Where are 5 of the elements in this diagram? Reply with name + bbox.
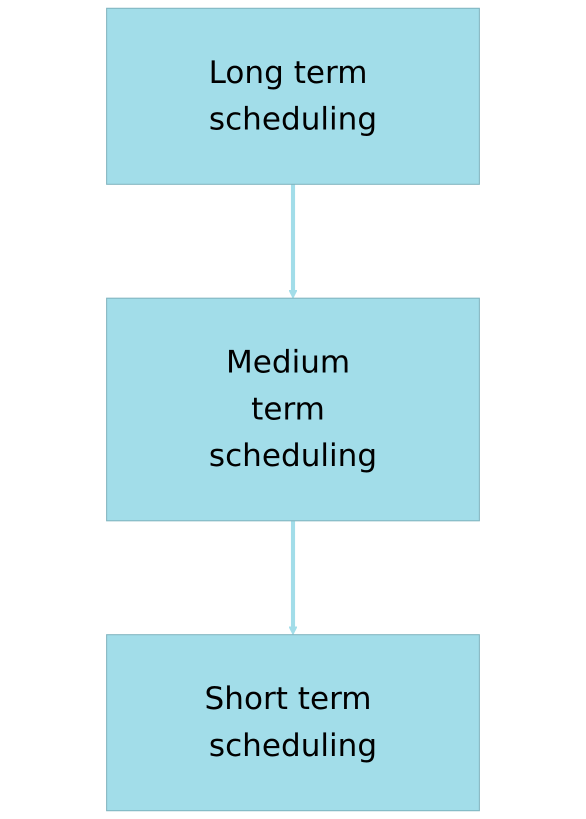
node-box: Medium term scheduling [106,298,480,522]
node-box: Long term scheduling [106,8,480,185]
arrow [288,520,298,636]
node-box: Short term scheduling [106,634,480,812]
arrow [288,184,298,299]
